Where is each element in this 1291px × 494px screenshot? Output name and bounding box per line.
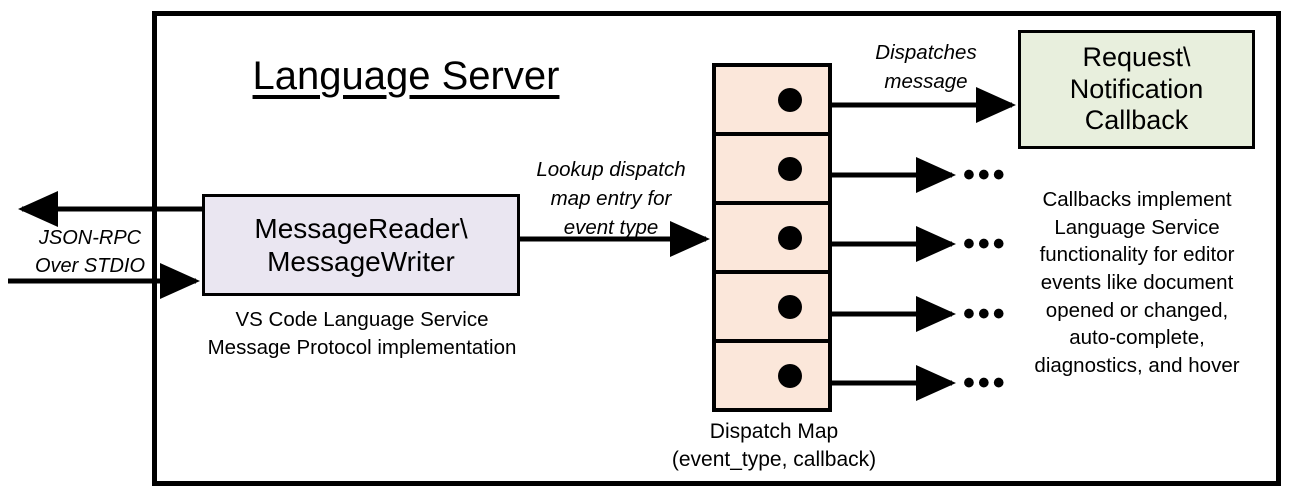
json-rpc-label-line1: JSON-RPC [38, 227, 142, 249]
callback-caption-line-3: functionality for editor [1039, 243, 1235, 267]
dispatches-message-label-line2: message [884, 70, 968, 94]
lookup-dispatch-label-line1: Lookup dispatch [536, 158, 686, 181]
dispatch-map-row[interactable] [716, 343, 828, 408]
dispatch-map-row[interactable] [716, 67, 828, 136]
message-reader-writer-node[interactable]: MessageReader\ MessageWriter [202, 194, 520, 296]
callback-caption-line-2: Language Service [1054, 215, 1220, 239]
callback-dot-icon [778, 156, 802, 181]
language-server-boundary [152, 11, 1281, 486]
callback-node-line3: Callback [1084, 105, 1189, 136]
dispatches-message-label: Dispatches message [836, 38, 1016, 96]
message-reader-writer-caption-line2: Message Protocol implementation [207, 336, 517, 360]
callback-caption-line-1: Callbacks implement [1042, 188, 1232, 211]
lookup-dispatch-label-line2: map entry for [550, 187, 672, 211]
ellipsis-2: ••• [963, 156, 1008, 194]
callback-node-caption: Callbacks implement Language Service fun… [1006, 186, 1268, 380]
callback-dot-icon [778, 87, 802, 112]
message-reader-writer-line1: MessageReader\ [254, 212, 468, 244]
callback-caption-line-6: auto-complete, [1069, 326, 1205, 350]
dispatch-map-row[interactable] [716, 136, 828, 205]
callback-caption-line-5: opened or changed, [1045, 298, 1229, 322]
ellipsis-4: ••• [963, 295, 1008, 333]
ellipsis-3: ••• [963, 225, 1008, 263]
dispatch-map-table[interactable] [712, 63, 832, 412]
callback-caption-line-7: diagnostics, and hover [1034, 354, 1240, 378]
dispatch-map-row[interactable] [716, 205, 828, 274]
callback-dot-icon [778, 294, 802, 319]
request-notification-callback-node[interactable]: Request\ Notification Callback [1018, 30, 1255, 149]
dispatches-message-label-line1: Dispatches [875, 41, 977, 64]
callback-dot-icon [778, 363, 802, 388]
lookup-dispatch-label-line3: event type [563, 216, 659, 240]
dispatch-map-caption-line2: (event_type, callback) [671, 448, 877, 472]
message-reader-writer-line2: MessageWriter [267, 246, 455, 277]
dispatch-map-row[interactable] [716, 274, 828, 343]
dispatch-map-caption-line1: Dispatch Map [709, 420, 839, 443]
json-rpc-label: JSON-RPC Over STDIO [16, 224, 164, 281]
callback-node-line1: Request\ [1082, 41, 1191, 72]
lookup-dispatch-label: Lookup dispatch map entry for event type [516, 155, 706, 242]
callback-node-line2: Notification [1069, 73, 1204, 104]
message-reader-writer-caption: VS Code Language Service Message Protoco… [176, 306, 548, 363]
page-title: Language Server [252, 54, 560, 98]
dispatch-map-caption: Dispatch Map (event_type, callback) [660, 418, 888, 475]
callback-dot-icon [778, 225, 802, 250]
ellipsis-5: ••• [963, 364, 1008, 402]
json-rpc-label-line2: Over STDIO [34, 255, 145, 278]
callback-caption-line-4: events like document [1040, 271, 1234, 295]
message-reader-writer-caption-line1: VS Code Language Service [235, 308, 489, 331]
